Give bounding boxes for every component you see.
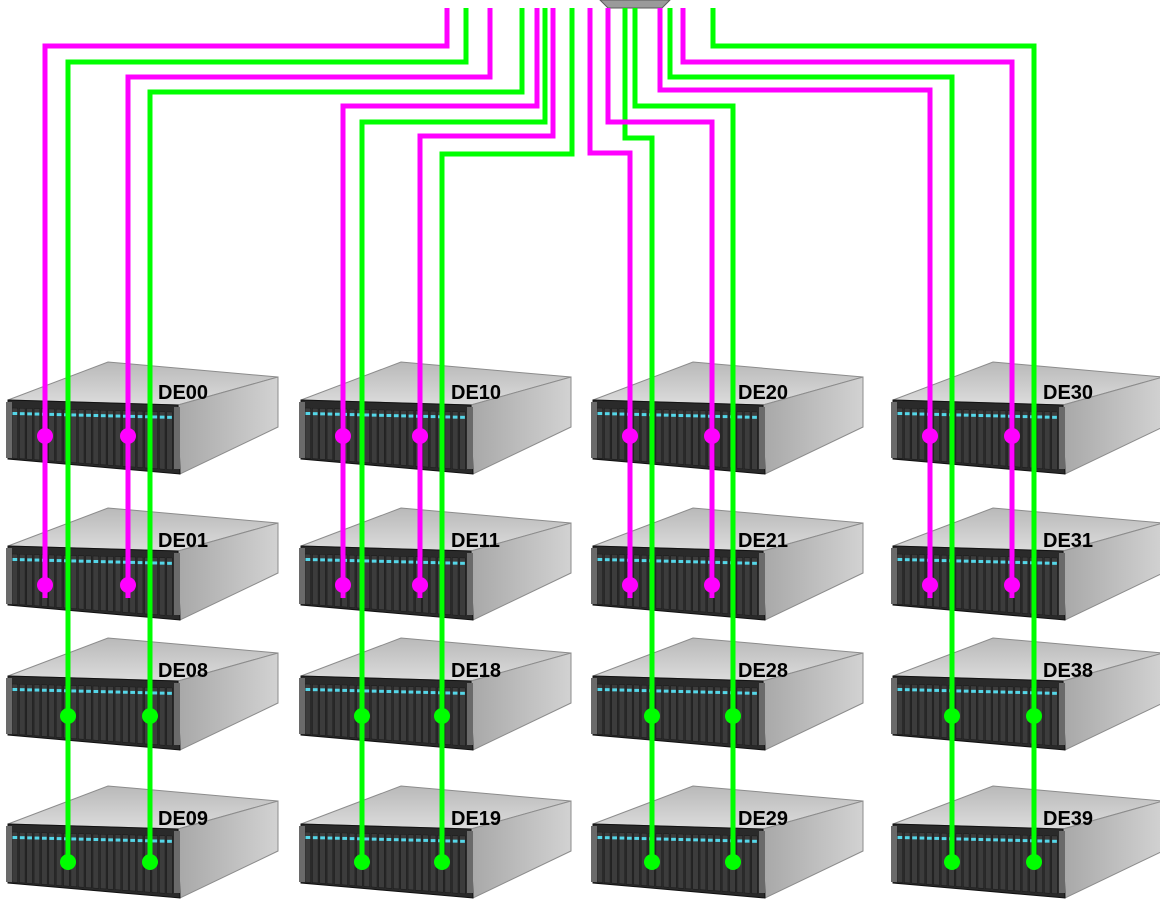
green-cable — [65, 8, 469, 860]
cable-connector-dot — [335, 428, 351, 444]
enclosure-label: DE28 — [738, 660, 788, 682]
cable-connector-dot — [644, 854, 660, 870]
connector-group — [37, 428, 1042, 870]
cable-connector-dot — [354, 708, 370, 724]
disk-enclosure — [6, 785, 279, 899]
cable-connector-dot — [434, 854, 450, 870]
disk-enclosure — [591, 785, 864, 899]
magenta-cable — [680, 8, 1015, 598]
cable-group — [42, 8, 1037, 860]
controller-unit — [599, 0, 671, 9]
enclosure-label: DE39 — [1043, 808, 1093, 830]
magenta-cable — [417, 8, 556, 598]
magenta-cable — [657, 8, 933, 598]
disk-enclosure — [6, 637, 279, 751]
cable-connector-dot — [120, 428, 136, 444]
cable-connector-dot — [354, 854, 370, 870]
cable-connector-dot — [37, 428, 53, 444]
enclosure-label: DE31 — [1043, 530, 1093, 552]
cable-connector-dot — [120, 577, 136, 593]
enclosure-label: DE00 — [158, 382, 208, 404]
green-cable — [632, 8, 736, 860]
enclosure-label: DE09 — [158, 808, 208, 830]
cable-connector-dot — [60, 854, 76, 870]
disk-enclosure — [299, 637, 572, 751]
cable-connector-dot — [434, 708, 450, 724]
disk-enclosure — [591, 361, 864, 475]
disk-enclosure — [891, 507, 1160, 621]
cable-connector-dot — [704, 428, 720, 444]
cable-connector-dot — [1026, 708, 1042, 724]
green-cable — [667, 8, 955, 860]
cable-connector-dot — [622, 577, 638, 593]
magenta-cable — [125, 8, 493, 598]
cable-connector-dot — [704, 577, 720, 593]
cable-connector-dot — [37, 577, 53, 593]
cable-connector-dot — [142, 708, 158, 724]
cable-connector-dot — [922, 428, 938, 444]
green-cable — [439, 8, 575, 860]
enclosure-label: DE10 — [451, 382, 501, 404]
enclosure-label: DE19 — [451, 808, 501, 830]
magenta-cable — [340, 8, 540, 598]
green-cable — [622, 8, 655, 860]
disk-enclosure — [591, 507, 864, 621]
cable-connector-dot — [944, 854, 960, 870]
enclosure-label: DE30 — [1043, 382, 1093, 404]
cable-connector-dot — [60, 708, 76, 724]
cable-connector-dot — [622, 428, 638, 444]
cable-connector-dot — [944, 708, 960, 724]
enclosure-label: DE20 — [738, 382, 788, 404]
cable-connector-dot — [412, 428, 428, 444]
magenta-cable — [605, 8, 715, 598]
cable-connector-dot — [644, 708, 660, 724]
disk-enclosure — [299, 361, 572, 475]
cable-connector-dot — [725, 854, 741, 870]
disk-enclosure — [891, 637, 1160, 751]
disk-enclosure — [299, 785, 572, 899]
cable-connector-dot — [142, 854, 158, 870]
magenta-cable — [587, 8, 633, 598]
enclosure-label: DE18 — [451, 660, 501, 682]
enclosure-label: DE08 — [158, 660, 208, 682]
cable-connector-dot — [922, 577, 938, 593]
cable-connector-dot — [1026, 854, 1042, 870]
cable-connector-dot — [725, 708, 741, 724]
enclosure-label: DE01 — [158, 530, 208, 552]
cable-connector-dot — [412, 577, 428, 593]
disk-enclosure — [591, 637, 864, 751]
cable-connector-dot — [1004, 428, 1020, 444]
enclosure-label: DE21 — [738, 530, 788, 552]
enclosure-label: DE11 — [451, 530, 500, 552]
green-cable — [710, 8, 1037, 860]
magenta-cable — [42, 8, 450, 598]
disk-enclosure — [6, 361, 279, 475]
enclosure-label: DE38 — [1043, 660, 1093, 682]
green-cable — [359, 8, 548, 860]
disk-enclosure — [891, 785, 1160, 899]
cable-connector-dot — [335, 577, 351, 593]
cable-connector-dot — [1004, 577, 1020, 593]
enclosure-label: DE29 — [738, 808, 788, 830]
disk-enclosure — [299, 507, 572, 621]
green-cable — [147, 8, 525, 860]
